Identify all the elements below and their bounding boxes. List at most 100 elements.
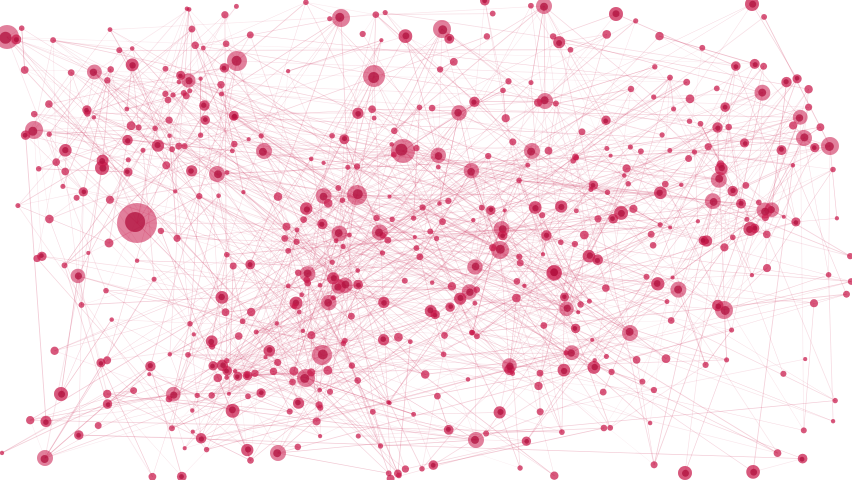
network-node: [259, 133, 264, 138]
network-node: [204, 447, 209, 452]
node-core: [381, 300, 387, 306]
network-node: [274, 321, 279, 326]
node-halo: [629, 205, 637, 213]
node-halo: [628, 86, 634, 92]
node-core: [125, 169, 130, 174]
node-core: [471, 436, 479, 444]
network-node: [332, 9, 350, 27]
node-halo: [469, 330, 475, 336]
node-halo: [287, 409, 293, 415]
network-node: [52, 158, 60, 166]
network-node: [309, 157, 314, 162]
node-halo: [50, 347, 58, 355]
node-halo: [671, 275, 675, 279]
network-node: [386, 400, 390, 404]
network-node: [720, 102, 730, 112]
network-node: [348, 313, 355, 320]
node-halo: [227, 392, 231, 396]
node-core: [618, 210, 625, 217]
node-halo: [147, 372, 151, 376]
network-node: [750, 59, 760, 69]
node-halo: [750, 273, 754, 277]
network-node: [740, 138, 749, 147]
node-halo: [74, 195, 80, 201]
node-core: [402, 32, 409, 39]
node-halo: [286, 284, 291, 289]
network-node: [607, 425, 613, 431]
node-halo: [105, 239, 114, 248]
network-node: [191, 430, 195, 434]
network-node: [323, 366, 332, 375]
node-halo: [648, 421, 652, 425]
network-node: [37, 450, 53, 466]
network-node: [373, 215, 380, 222]
network-node: [727, 186, 738, 197]
node-core: [295, 400, 301, 406]
network-node: [292, 303, 298, 309]
node-halo: [831, 419, 835, 423]
network-node: [175, 143, 182, 150]
network-node: [230, 149, 235, 154]
network-node: [363, 65, 385, 87]
network-node: [796, 130, 812, 146]
network-node: [324, 199, 333, 208]
network-node: [349, 362, 355, 368]
node-core: [148, 363, 153, 368]
network-node: [321, 161, 325, 165]
network-node: [537, 370, 544, 377]
node-halo: [251, 370, 258, 377]
network-node: [471, 218, 475, 222]
node-halo: [394, 333, 403, 342]
node-halo: [204, 447, 209, 452]
node-halo: [380, 250, 385, 255]
network-node: [391, 139, 415, 163]
network-node: [577, 301, 584, 308]
node-halo: [104, 77, 110, 83]
network-node: [130, 46, 135, 51]
network-node: [419, 466, 425, 472]
network-node: [534, 98, 542, 106]
node-halo: [106, 196, 114, 204]
network-node: [801, 427, 807, 433]
network-node: [145, 361, 155, 371]
node-halo: [219, 91, 224, 96]
node-core: [682, 470, 689, 477]
network-node: [245, 260, 255, 270]
node-halo: [505, 78, 511, 84]
node-halo: [816, 123, 824, 131]
node-core: [222, 66, 227, 71]
network-node: [208, 392, 215, 399]
node-halo: [394, 470, 402, 478]
network-node: [816, 123, 824, 131]
node-halo: [192, 332, 196, 336]
node-halo: [658, 222, 663, 227]
node-halo: [601, 425, 608, 432]
network-node: [399, 29, 413, 43]
node-halo: [559, 429, 565, 435]
node-core: [245, 446, 251, 452]
node-halo: [289, 367, 298, 376]
node-core: [591, 183, 596, 188]
node-halo: [169, 425, 175, 431]
node-halo: [103, 288, 109, 294]
network-node: [667, 148, 672, 153]
node-halo: [127, 121, 136, 130]
network-node: [321, 295, 337, 311]
node-halo: [274, 321, 279, 326]
network-node: [21, 130, 31, 140]
node-halo: [152, 126, 158, 132]
node-halo: [450, 58, 458, 66]
network-node: [601, 116, 610, 125]
network-node: [31, 111, 38, 118]
node-core: [203, 117, 208, 122]
node-halo: [263, 355, 267, 359]
network-node: [47, 132, 52, 137]
network-node: [628, 144, 633, 149]
node-halo: [509, 138, 516, 145]
network-node: [372, 11, 379, 18]
node-halo: [833, 398, 838, 403]
network-node: [50, 347, 58, 355]
network-node: [729, 328, 734, 333]
node-halo: [170, 92, 175, 97]
node-core: [335, 13, 344, 22]
